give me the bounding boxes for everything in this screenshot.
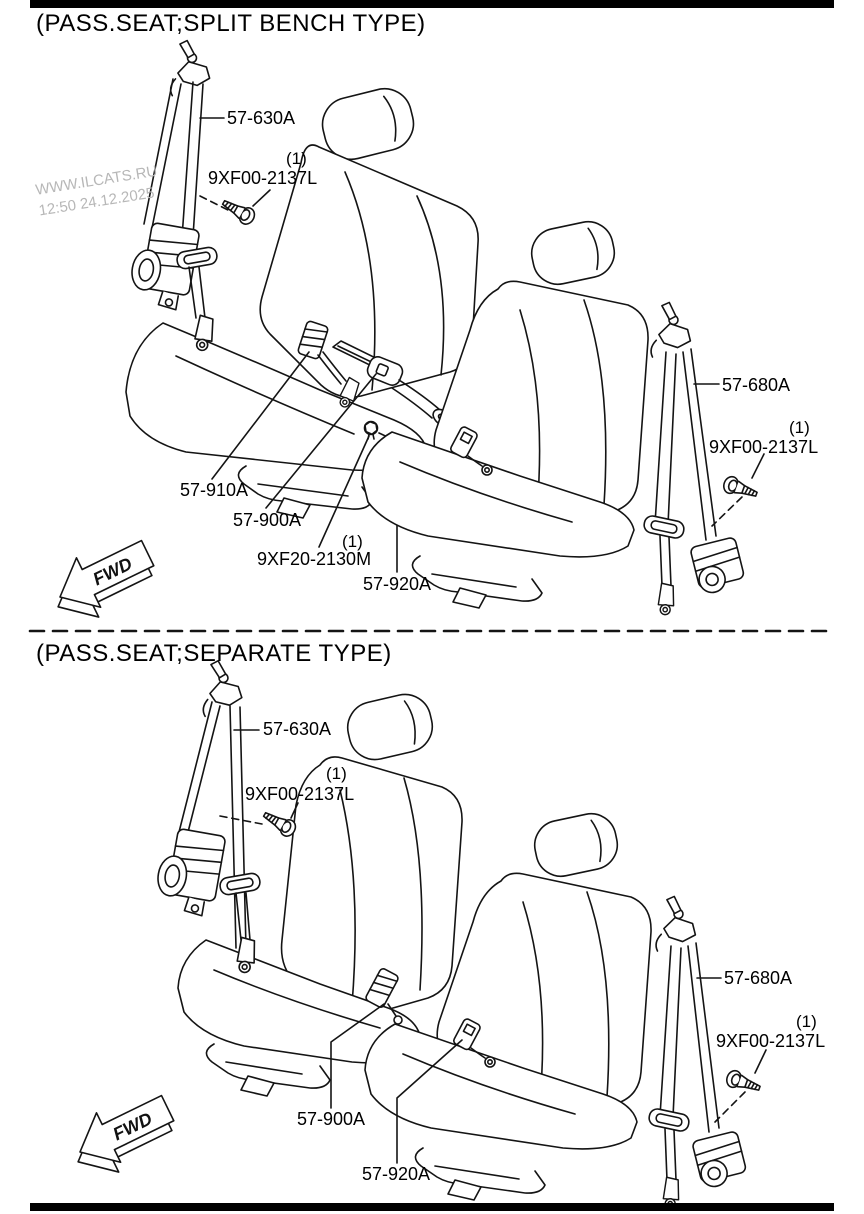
center-buckle-57-900A-separate — [365, 968, 403, 1025]
latch-57-920A-split — [448, 424, 493, 476]
leader-57-910A — [211, 351, 310, 480]
label-9XF00-2137L-rh-separate: 9XF00-2137L — [716, 1031, 826, 1051]
label-9XF00-2137L-lh-split: 9XF00-2137L — [208, 168, 318, 188]
section-title-split-bench: (PASS.SEAT;SPLIT BENCH TYPE) — [36, 10, 426, 37]
leader-57-920A-separate — [396, 1039, 463, 1164]
label-57-920A-split: 57-920A — [363, 574, 432, 594]
leader-57-900A — [265, 373, 377, 509]
seat-belt-rh-separate — [646, 894, 747, 1210]
seat-belt-lh-separate — [157, 659, 262, 975]
seat-belt-lh-split — [131, 38, 219, 353]
label-57-910A-split: 57-910A — [180, 480, 249, 500]
bolt-rh-split — [693, 383, 765, 527]
qty-bolt-lh-split: (1) — [286, 149, 307, 168]
bottom-border-rule — [30, 1203, 834, 1211]
label-57-680A-split: 57-680A — [722, 375, 791, 395]
separate-type-drawing: FWD — [77, 659, 767, 1210]
label-57-630A-split: 57-630A — [227, 108, 296, 128]
label-57-900A-split: 57-900A — [233, 510, 302, 530]
qty-bolt-rh-split: (1) — [789, 418, 810, 437]
bolt-lh-split — [199, 117, 271, 228]
section-title-separate: (PASS.SEAT;SEPARATE TYPE) — [36, 640, 392, 667]
fwd-arrow-separate: FWD — [77, 1094, 175, 1173]
bolt-rh-separate — [696, 977, 767, 1123]
label-9XF20-2130M-split: 9XF20-2130M — [257, 549, 372, 569]
qty-bolt-rh-separate: (1) — [796, 1012, 817, 1031]
latch-57-920A-separate — [451, 1016, 496, 1068]
label-57-630A-separate: 57-630A — [263, 719, 332, 739]
label-57-920A-separate: 57-920A — [362, 1164, 431, 1184]
label-57-900A-separate: 57-900A — [297, 1109, 366, 1129]
qty-bolt-lh-separate: (1) — [326, 764, 347, 783]
seat-belt-rh-split — [641, 300, 745, 616]
leader-9XF20 — [318, 435, 370, 548]
leader-57-900A-separate — [330, 1003, 385, 1109]
lh-seat-separate — [177, 693, 463, 1097]
inner-buckle-57-910A — [297, 320, 362, 411]
label-57-680A-separate: 57-680A — [724, 968, 793, 988]
label-9XF00-2137L-rh-split: 9XF00-2137L — [709, 437, 819, 457]
split-bench-drawing: FWD — [57, 38, 765, 618]
bolt-lh-separate — [219, 729, 300, 840]
label-9XF00-2137L-lh-separate: 9XF00-2137L — [245, 784, 355, 804]
fwd-arrow-split: FWD — [57, 539, 155, 618]
qty-nut-split: (1) — [342, 532, 363, 551]
top-border-rule — [30, 0, 834, 8]
